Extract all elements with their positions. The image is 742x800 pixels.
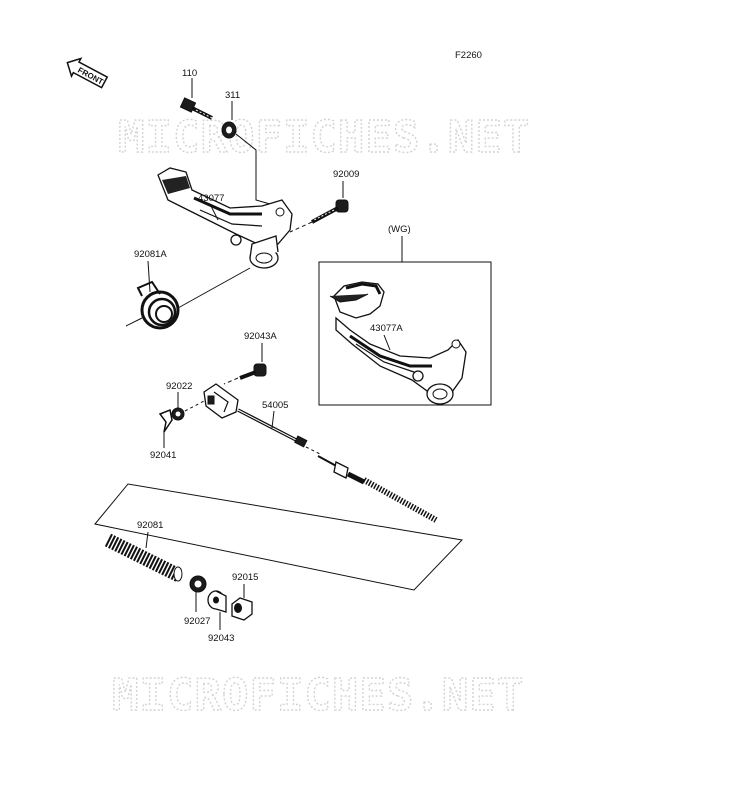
bolt-92009-icon [311,199,349,224]
brake-cable-54005-icon [203,383,438,523]
spring-axis-line-2 [125,317,143,327]
washer-axis [184,400,205,412]
brake-pedal-43077-icon [157,167,293,269]
nut-311-icon [221,121,237,139]
label-92009: 92009 [333,169,359,180]
washer-92027-icon [189,575,207,593]
label-311: 311 [225,90,240,101]
front-arrow-icon: FRONT [66,57,109,89]
variant-label: (WG) [388,224,411,235]
label-92022: 92022 [166,381,192,392]
bolt-110-icon [179,97,213,120]
cotter-pin-92041-icon [158,408,173,433]
label-92027: 92027 [184,616,210,627]
label-110: 110 [182,68,197,79]
brake-pedal-43077A-icon [329,281,467,405]
leader-43077 [209,203,219,221]
label-92043: 92043 [208,633,234,644]
label-92015: 92015 [232,572,258,583]
label-92041: 92041 [150,450,176,461]
leader-92081A [147,260,151,293]
adjusting-nut-92015-icon [231,597,253,621]
label-43077: 43077 [198,193,224,204]
label-43077A: 43077A [370,323,403,334]
leader-92043A-axis [223,377,239,385]
return-spring-92081-icon [104,533,184,583]
adjuster-group-box [94,483,464,591]
bolt-92043A-icon [239,363,267,380]
collar-92043-icon [207,590,227,613]
label-92081: 92081 [137,520,163,531]
leader-92009-axis [289,221,313,233]
variant-box [318,261,492,406]
leader-92081 [145,531,149,549]
spring-axis-line [177,267,251,309]
label-92081A: 92081A [134,249,167,260]
figure-code: F2260 [455,50,482,61]
label-54005: 54005 [262,400,288,411]
watermark-top: MICROFICHES.NET [118,112,530,163]
return-spring-92081A-icon [136,280,180,330]
leader-54005 [271,410,275,429]
washer-92022-icon [171,407,185,421]
label-92043A: 92043A [244,331,277,342]
leader-311-to-pedal [235,133,271,205]
leader-43077A [383,334,391,351]
watermark-bottom: MICROFICHES.NET [112,670,524,721]
